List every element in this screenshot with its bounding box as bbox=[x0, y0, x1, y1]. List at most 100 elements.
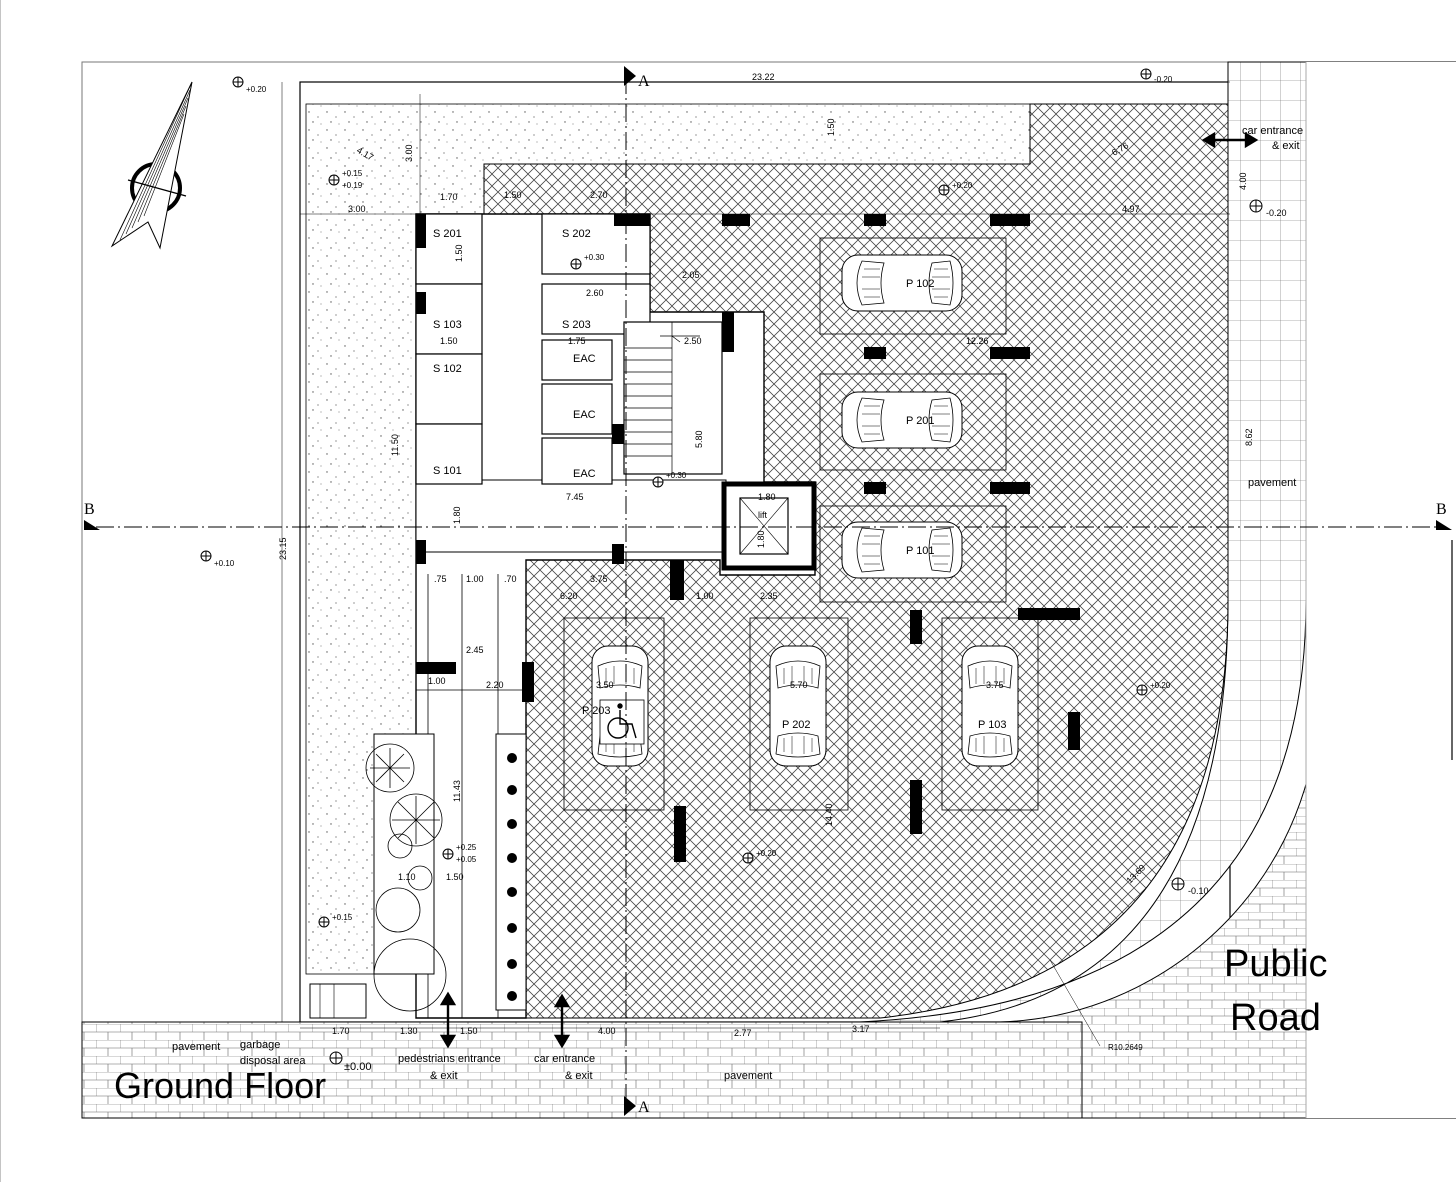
lift-label: lift bbox=[758, 510, 767, 520]
dim-35: 1.50 bbox=[460, 1026, 478, 1036]
storage-s101 bbox=[415, 423, 483, 485]
dim-4: 1.70 bbox=[440, 192, 458, 202]
level-10: +0.20 bbox=[1150, 681, 1171, 690]
car-p102 bbox=[841, 254, 963, 312]
parking-p101: P 101 bbox=[906, 545, 935, 557]
parking-p103: P 103 bbox=[978, 719, 1007, 731]
dim-13: 2.50 bbox=[684, 336, 702, 346]
wheelchair-icon bbox=[599, 699, 645, 745]
dim-38: 3.17 bbox=[852, 1024, 870, 1034]
parking-p202: P 202 bbox=[782, 719, 811, 731]
level-11: +0.25 bbox=[456, 843, 477, 852]
dim-29: 3.75 bbox=[986, 680, 1004, 690]
dim-46: 1.10 bbox=[398, 872, 416, 882]
car-p101 bbox=[841, 521, 963, 579]
pavement-bottom-left: pavement bbox=[172, 1041, 220, 1053]
dim-5: 3.00 bbox=[348, 204, 366, 214]
dim-26: 11.43 bbox=[452, 780, 462, 802]
north-arrow-icon bbox=[110, 81, 193, 250]
car-entrance-top-1: car entrance bbox=[1242, 125, 1303, 137]
dim-11: 1.50 bbox=[440, 336, 458, 346]
section-a-bottom: A bbox=[638, 1099, 650, 1116]
room-s203: S 203 bbox=[562, 319, 591, 331]
dim-20: 6.20 bbox=[560, 591, 578, 601]
pedestrian-entrance-2: & exit bbox=[430, 1070, 458, 1082]
dim-15: 5.80 bbox=[694, 430, 704, 448]
room-s201: S 201 bbox=[433, 228, 462, 240]
dim-41: 4.00 bbox=[1238, 172, 1248, 190]
parking-p203: P 203 bbox=[582, 705, 611, 717]
dim-39: 11.50 bbox=[390, 434, 400, 456]
dim-17: 1.80 bbox=[452, 506, 462, 524]
level-2: -0.20 bbox=[1154, 75, 1173, 84]
dim-25: 1.00 bbox=[428, 676, 446, 686]
planter-left bbox=[373, 733, 435, 975]
level-15: ±0.00 bbox=[344, 1061, 371, 1073]
dim-36: 4.00 bbox=[598, 1026, 616, 1036]
section-b-left: B bbox=[84, 501, 95, 518]
storage-s201 bbox=[415, 213, 483, 285]
car-entrance-bottom-1: car entrance bbox=[534, 1053, 595, 1065]
level-16: -0.10 bbox=[1188, 886, 1209, 896]
car-p202 bbox=[769, 645, 827, 767]
dim-47: 14.40 bbox=[824, 803, 834, 826]
eac-room-3 bbox=[541, 437, 613, 485]
dim-10: 2.05 bbox=[682, 270, 700, 280]
dim-1: 23.22 bbox=[752, 72, 775, 82]
car-entrance-bottom-2: & exit bbox=[565, 1070, 593, 1082]
dim-21: 1.00 bbox=[696, 591, 714, 601]
garbage-label-1: garbage bbox=[240, 1039, 280, 1051]
bottom-pavement bbox=[81, 1021, 1083, 1119]
dim-8: 1.50 bbox=[826, 118, 836, 136]
dim-12: 1.75 bbox=[568, 336, 586, 346]
level-5: +0.20 bbox=[952, 181, 973, 190]
garbage-label-2: disposal area bbox=[240, 1055, 306, 1067]
road-label-2: Road bbox=[1230, 997, 1321, 1039]
car-p103 bbox=[961, 645, 1019, 767]
level-13: +0.20 bbox=[756, 849, 777, 858]
staircase bbox=[623, 321, 723, 475]
section-a-top: A bbox=[638, 73, 650, 90]
page-title: Ground Floor bbox=[114, 1065, 326, 1106]
parking-p201: P 201 bbox=[906, 415, 935, 427]
road-label-1: Public bbox=[1224, 943, 1328, 985]
car-entrance-top-2: & exit bbox=[1272, 140, 1300, 152]
dim-37: 2.77 bbox=[734, 1028, 752, 1038]
room-s202: S 202 bbox=[562, 228, 591, 240]
level-7: +0.30 bbox=[584, 253, 605, 262]
level-14: +0.15 bbox=[332, 913, 353, 922]
room-eac-1: EAC bbox=[573, 353, 596, 365]
dim-2: 23.15 bbox=[278, 537, 288, 560]
parking-p102: P 102 bbox=[906, 278, 935, 290]
dim-45: 1.50 bbox=[446, 872, 464, 882]
level-8: +0.30 bbox=[666, 471, 687, 480]
room-eac-3: EAC bbox=[573, 468, 596, 480]
eac-room-1 bbox=[541, 339, 613, 381]
dim-43: 1.00 bbox=[466, 574, 484, 584]
dim-7: 2.70 bbox=[590, 190, 608, 200]
room-s102: S 102 bbox=[433, 363, 462, 375]
dim-44: .70 bbox=[504, 574, 517, 584]
garbage-bin bbox=[309, 983, 367, 1019]
level-9: +0.10 bbox=[214, 559, 235, 568]
level-4: +0.19 bbox=[342, 181, 363, 190]
level-12: +0.05 bbox=[456, 855, 477, 864]
dim-27: 3.50 bbox=[596, 680, 614, 690]
dim-42: .75 bbox=[434, 574, 447, 584]
dim-34: 1.30 bbox=[400, 1026, 418, 1036]
dim-24: 2.20 bbox=[486, 680, 504, 690]
radius-label: R10.2649 bbox=[1108, 1043, 1143, 1052]
room-s101: S 101 bbox=[433, 465, 462, 477]
level-1: +0.20 bbox=[246, 85, 267, 94]
dim-14: 7.45 bbox=[566, 492, 584, 502]
room-eac-2: EAC bbox=[573, 409, 596, 421]
pavement-bottom-mid: pavement bbox=[724, 1070, 772, 1082]
pavement-right: pavement bbox=[1248, 477, 1296, 489]
dim-32: 8.62 bbox=[1244, 428, 1254, 446]
dim-28: 5.70 bbox=[790, 680, 808, 690]
section-b-right: B bbox=[1436, 501, 1447, 518]
dim-9: 2.60 bbox=[586, 288, 604, 298]
dim-22: 2.35 bbox=[760, 591, 778, 601]
level-markers bbox=[200, 68, 1263, 1065]
